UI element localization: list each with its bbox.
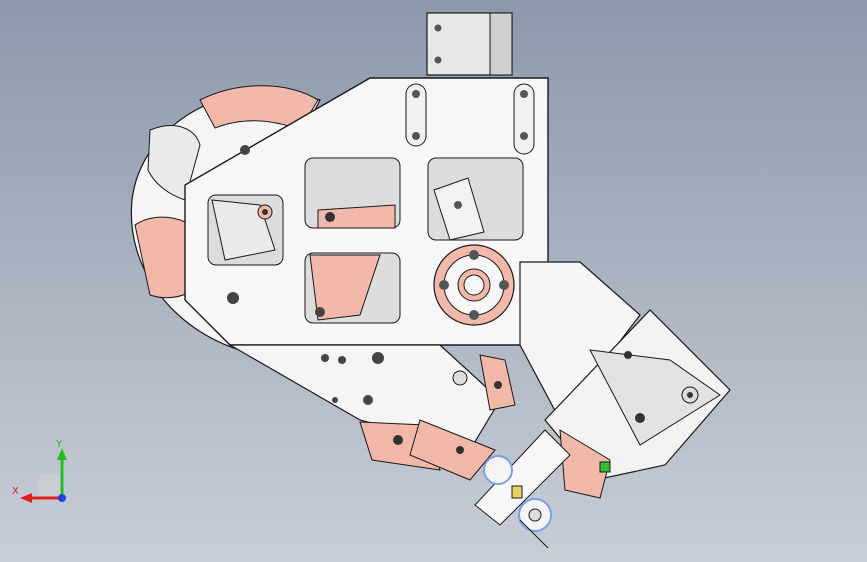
x-axis-label: X xyxy=(12,486,19,497)
z-axis-dot xyxy=(58,494,66,502)
coordinate-triad: Y X xyxy=(12,439,67,503)
y-axis-label: Y xyxy=(55,439,63,450)
triad-plane xyxy=(38,473,62,500)
main-plate[interactable] xyxy=(184,77,549,346)
x-axis-arrow xyxy=(20,493,32,503)
y-axis-arrow xyxy=(57,448,67,460)
slider-assembly[interactable] xyxy=(474,261,731,526)
rollers[interactable] xyxy=(483,455,552,549)
lower-arm[interactable] xyxy=(227,344,516,481)
